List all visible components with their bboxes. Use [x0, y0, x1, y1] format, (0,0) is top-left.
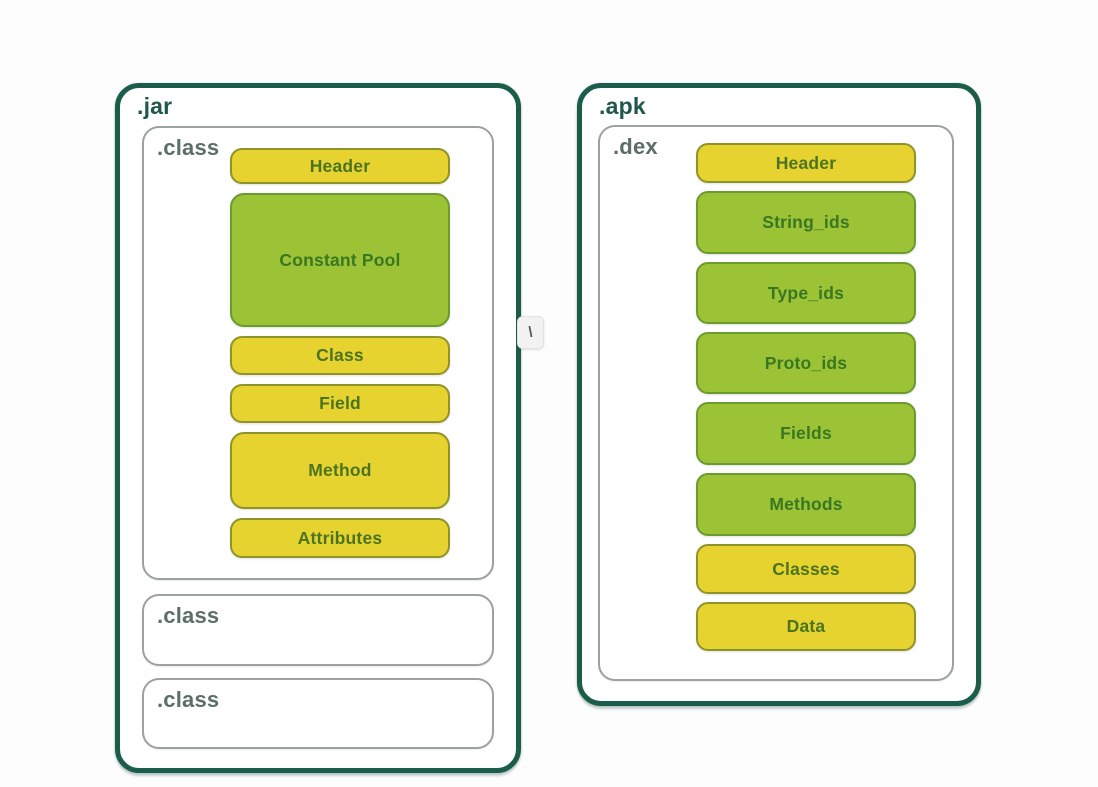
fields-box: Fields: [696, 402, 916, 465]
backslash-chip: \: [517, 316, 544, 349]
dex-section-label: .dex: [613, 134, 658, 159]
class-section-1: .class Header Constant Pool Class Field …: [142, 126, 494, 580]
header-box-jar: Header: [230, 148, 450, 184]
field-box: Field: [230, 384, 450, 423]
method-box: Method: [230, 432, 450, 509]
class-section-2-label: .class: [157, 603, 220, 628]
class-section-3: .class: [142, 678, 494, 749]
class-box-column: Header Constant Pool Class Field Method …: [230, 148, 450, 558]
constant-pool-box: Constant Pool: [230, 193, 450, 327]
dex-box-column: Header String_ids Type_ids Proto_ids Fie…: [696, 143, 916, 651]
class-box: Class: [230, 336, 450, 375]
proto-ids-box: Proto_ids: [696, 332, 916, 394]
dex-section: .dex Header String_ids Type_ids Proto_id…: [598, 125, 954, 681]
classes-box: Classes: [696, 544, 916, 594]
type-ids-box: Type_ids: [696, 262, 916, 324]
class-section-3-label: .class: [157, 687, 220, 712]
jar-label: .jar: [137, 93, 173, 119]
attributes-box: Attributes: [230, 518, 450, 558]
apk-label: .apk: [599, 93, 646, 119]
data-box: Data: [696, 602, 916, 651]
string-ids-box: String_ids: [696, 191, 916, 254]
header-box-apk: Header: [696, 143, 916, 183]
class-section-1-label: .class: [157, 135, 220, 160]
methods-box: Methods: [696, 473, 916, 536]
apk-panel: .apk .dex Header String_ids Type_ids Pro…: [577, 83, 981, 706]
jar-panel: .jar .class Header Constant Pool Class F…: [115, 83, 521, 773]
class-section-2: .class: [142, 594, 494, 666]
